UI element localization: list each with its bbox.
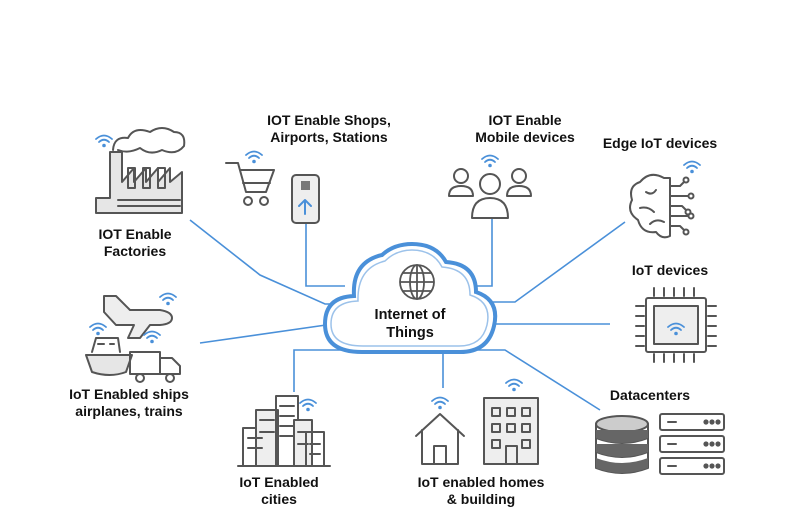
- brain-circuit-icon: [629, 173, 695, 239]
- label-iot-line1: IoT devices: [631, 262, 709, 278]
- label-mobile-line2: Mobile devices: [475, 129, 575, 145]
- label-cities-line2: cities: [261, 491, 297, 507]
- cloud-inner-outline: [330, 249, 489, 347]
- wifi-icon-ships-truck: [143, 330, 161, 344]
- wifi-icon-ships-ship: [89, 322, 107, 336]
- connector-factories: [189, 219, 345, 305]
- wifi-icon-ships-air: [159, 292, 177, 306]
- server-rack-icon: [659, 413, 725, 475]
- wifi-icon-iot: [667, 322, 685, 336]
- wifi-icon-homes: [431, 396, 449, 410]
- label-homes: IoT enabled homes & building: [396, 474, 566, 508]
- wifi-icon-shops: [245, 150, 263, 164]
- label-dc: Datacenters: [590, 387, 710, 404]
- connector-ships: [199, 322, 341, 344]
- label-shops-line1: IOT Enable Shops,: [267, 112, 391, 128]
- wifi-icon-cities: [299, 398, 317, 412]
- cloud-label-line2: Things: [386, 325, 434, 341]
- connector-shops: [305, 222, 345, 287]
- label-ships: IoT Enabled ships airplanes, trains: [54, 386, 204, 420]
- label-mobile: IOT Enable Mobile devices: [450, 112, 600, 146]
- label-mobile-line1: IOT Enable: [488, 112, 562, 128]
- label-homes-line2: & building: [446, 491, 516, 507]
- label-shops: IOT Enable Shops, Airports, Stations: [244, 112, 414, 146]
- connector-dc: [468, 349, 601, 411]
- label-cities-line1: IoT Enabled: [239, 474, 319, 490]
- globe-icon: [399, 264, 435, 300]
- cloud-label: Internet of Things: [350, 306, 470, 342]
- house-icon: [415, 413, 465, 465]
- ship-icon: [85, 337, 133, 376]
- cloud-hub: [322, 241, 498, 354]
- wifi-icon-building: [505, 378, 523, 392]
- label-edge: Edge IoT devices: [590, 135, 730, 152]
- label-ships-line2: airplanes, trains: [75, 403, 183, 419]
- truck-icon: [129, 351, 181, 383]
- label-ships-line1: IoT Enabled ships: [69, 386, 189, 402]
- wifi-icon-edge: [683, 160, 701, 174]
- label-edge-line1: Edge IoT devices: [602, 135, 718, 151]
- airplane-icon: [103, 295, 173, 339]
- connector-cities: [293, 349, 355, 392]
- chip-icon: [635, 287, 717, 363]
- cloud-label-line1: Internet of: [374, 307, 446, 323]
- wifi-icon-factories: [95, 134, 113, 148]
- label-iot: IoT devices: [610, 262, 730, 279]
- label-factories-line2: Factories: [103, 243, 167, 259]
- smartphone-icon: [291, 174, 320, 224]
- label-dc-line1: Datacenters: [609, 387, 691, 403]
- city-skyline-icon: [237, 395, 331, 467]
- label-homes-line1: IoT enabled homes: [417, 474, 545, 490]
- users-icon: [448, 168, 532, 219]
- label-factories: IOT Enable Factories: [80, 226, 190, 260]
- wifi-icon-mobile: [481, 154, 499, 168]
- factory-icon: [95, 127, 186, 214]
- label-shops-line2: Airports, Stations: [270, 129, 388, 145]
- label-factories-line1: IOT Enable: [98, 226, 172, 242]
- shopping-cart-icon: [225, 162, 275, 206]
- database-icon: [595, 415, 649, 474]
- building-icon: [483, 397, 539, 465]
- connector-edge: [480, 221, 626, 303]
- label-cities: IoT Enabled cities: [224, 474, 334, 508]
